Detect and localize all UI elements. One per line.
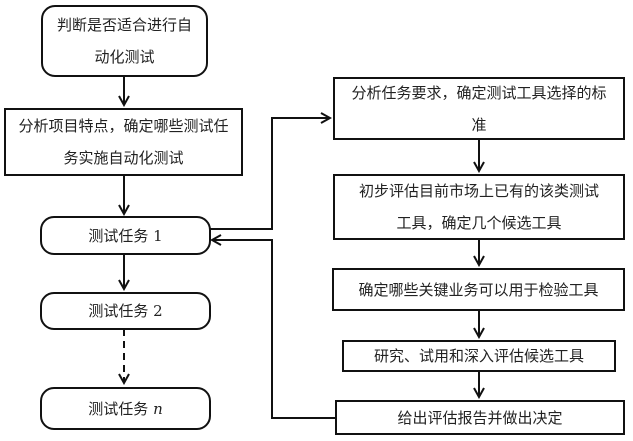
node-judge-line-1: 判断是否适合进行自	[56, 16, 192, 34]
task1-number: 1	[153, 226, 163, 245]
node-taskn-label: 测试任务 n	[88, 393, 162, 425]
node-tool-criteria: 分析任务要求，确定测试工具选择的标 准	[333, 77, 625, 140]
node-preliminary-evaluation: 初步评估目前市场上已有的该类测试 工具，确定几个候选工具	[333, 174, 625, 240]
node-evaluation-report: 给出评估报告并做出决定	[335, 400, 625, 435]
node-research-label: 研究、试用和深入评估候选工具	[373, 347, 584, 365]
task1-label-text: 测试任务	[88, 226, 149, 245]
node-judge-line-2: 动化测试	[94, 48, 155, 66]
node-test-task-n: 测试任务 n	[40, 387, 211, 430]
edge-report-task1	[212, 240, 335, 419]
node-key-business: 确定哪些关键业务可以用于检验工具	[332, 268, 625, 311]
node-criteria-line-2: 准	[471, 115, 487, 134]
node-analyze-line-1: 分析项目特点，确定哪些测试任	[18, 117, 229, 135]
edge-task1-criteria	[210, 118, 330, 230]
node-analyze-project: 分析项目特点，确定哪些测试任 务实施自动化测试	[4, 108, 243, 176]
node-test-task-2: 测试任务 2	[40, 292, 211, 330]
taskn-label-text: 测试任务	[88, 399, 149, 418]
node-task1-label: 测试任务 1	[88, 220, 162, 252]
taskn-number: n	[153, 399, 163, 418]
node-task2-label: 测试任务 2	[88, 295, 162, 327]
node-test-task-1: 测试任务 1	[40, 216, 211, 255]
node-report-label: 给出评估报告并做出决定	[397, 408, 563, 427]
node-criteria-line-1: 分析任务要求，确定测试工具选择的标	[351, 83, 607, 102]
task2-number: 2	[153, 302, 163, 320]
node-analyze-line-2: 务实施自动化测试	[63, 149, 184, 167]
node-prelim-line-2: 工具，确定几个候选工具	[396, 214, 562, 232]
task2-label-text: 测试任务	[88, 302, 149, 320]
node-research-trial: 研究、试用和深入评估候选工具	[342, 340, 616, 372]
node-prelim-line-1: 初步评估目前市场上已有的该类测试	[358, 182, 599, 200]
node-business-label: 确定哪些关键业务可以用于检验工具	[358, 280, 599, 299]
node-judge-automation: 判断是否适合进行自 动化测试	[41, 5, 208, 77]
